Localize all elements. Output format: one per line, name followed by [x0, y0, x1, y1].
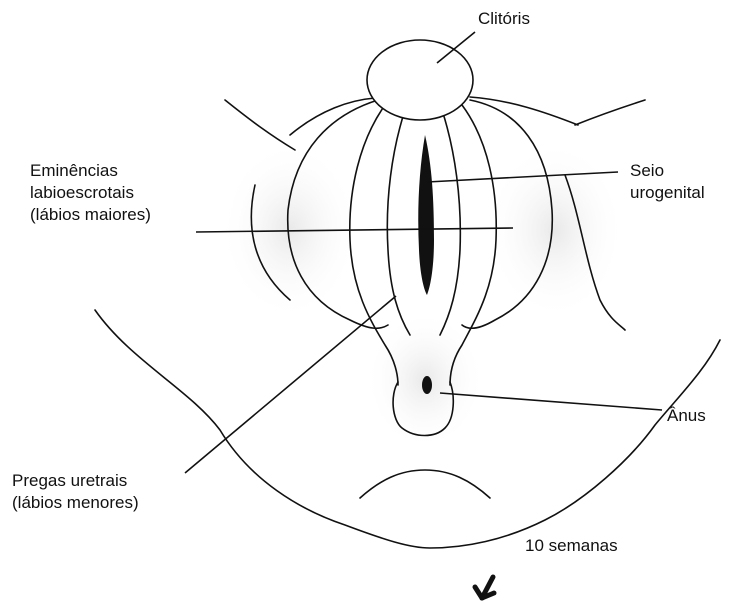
- label-pregas-uretrais: Pregas uretrais (lábios menores): [12, 470, 139, 514]
- label-stage-text: 10 semanas: [525, 535, 618, 557]
- right-thigh-line: [575, 100, 645, 125]
- label-anus-text: Ânus: [667, 405, 706, 427]
- label-anus: Ânus: [667, 405, 706, 427]
- label-pregas-line2: (lábios menores): [12, 492, 139, 514]
- left-upper-fold: [290, 98, 375, 135]
- label-eminencias-line1: Eminências: [30, 160, 151, 182]
- label-eminencias-line3: (lábios maiores): [30, 204, 151, 226]
- label-pregas-line1: Pregas uretrais: [12, 470, 139, 492]
- label-seio-line2: urogenital: [630, 182, 705, 204]
- label-stage: 10 semanas: [525, 535, 618, 557]
- label-eminencias: Eminências labioescrotais (lábios maiore…: [30, 160, 151, 226]
- label-eminencias-line2: labioescrotais: [30, 182, 151, 204]
- clitoris-glans: [367, 40, 473, 120]
- down-arrow-icon: [475, 577, 494, 598]
- label-seio-urogenital: Seio urogenital: [630, 160, 705, 204]
- gluteal-fold: [360, 470, 490, 498]
- label-seio-line1: Seio: [630, 160, 705, 182]
- right-upper-fold: [470, 97, 578, 125]
- urogenital-sinus-slit: [418, 135, 434, 295]
- label-clitoris-text: Clitóris: [478, 8, 530, 30]
- right-urethral-fold-inner: [440, 110, 460, 335]
- leader-pregas: [185, 296, 396, 473]
- anus-opening: [422, 376, 432, 394]
- label-clitoris: Clitóris: [478, 8, 530, 30]
- shading-right: [485, 140, 625, 320]
